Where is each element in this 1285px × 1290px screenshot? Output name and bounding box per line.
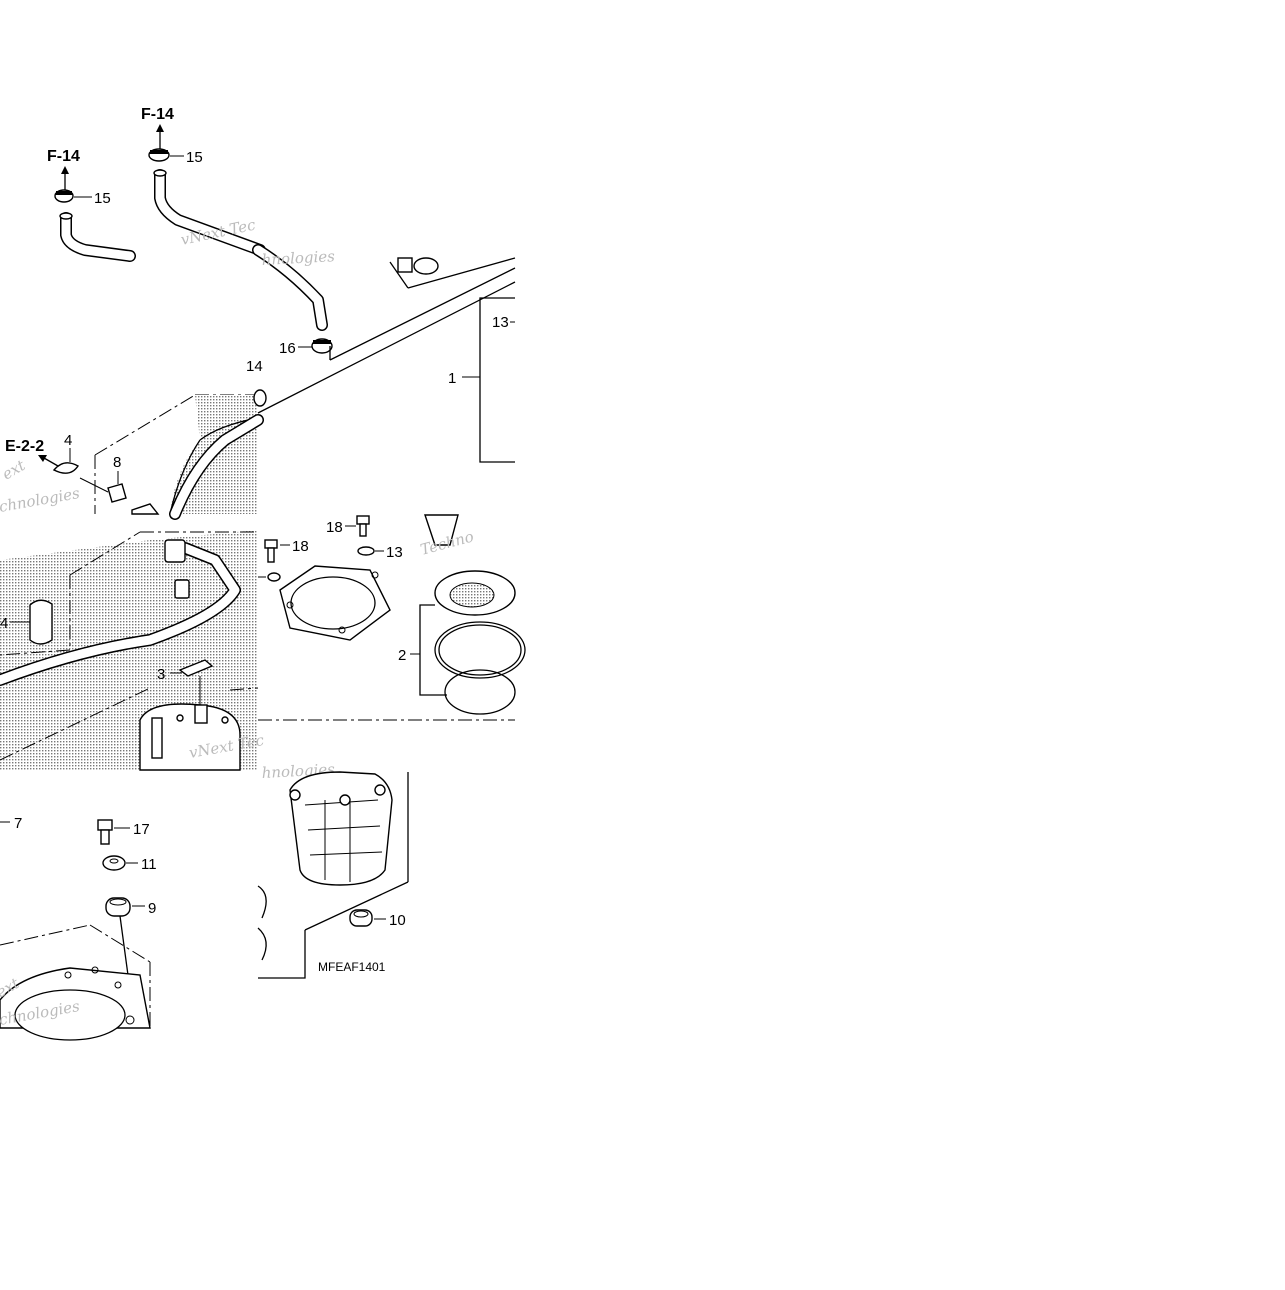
callout-18-right: 18 — [326, 519, 343, 536]
diagram-code: MFEAF1401 — [318, 960, 386, 974]
collar-11 — [102, 855, 138, 871]
callout-16: 16 — [279, 340, 296, 357]
o-rings-side — [257, 885, 267, 961]
tile-middle-left: 4 3 vNext Tec — [0, 530, 266, 771]
callout-13-lower: 13 — [386, 544, 403, 561]
callout-8: 8 — [113, 454, 121, 471]
washer-13 — [357, 546, 384, 556]
clip-8 — [79, 471, 127, 503]
bolt-18-left — [264, 539, 290, 563]
joint-3 — [170, 659, 214, 677]
watermark-3: ext — [0, 456, 29, 484]
callout-14-top: 14 — [246, 358, 263, 375]
hose-clip-15-left — [54, 189, 74, 203]
callout-10: 10 — [389, 912, 406, 929]
connector-top — [397, 257, 439, 275]
ref-label-f14-left: F-14 — [47, 148, 80, 165]
watermark-2: hnologies — [261, 247, 335, 269]
callout-1: 1 — [448, 370, 456, 387]
tile-upper-left: F-14 F-14 15 15 — [0, 106, 266, 520]
quick-connector — [164, 539, 190, 599]
callout-3: 3 — [157, 666, 165, 683]
callout-11: 11 — [141, 856, 157, 873]
o-ring-upper — [434, 621, 526, 679]
ref-label-e22: E-2-2 — [5, 438, 44, 455]
callout-4-upper: 4 — [64, 432, 72, 449]
tile-middle: 18 18 13 — [258, 514, 526, 721]
tank-mount-plate — [0, 966, 151, 1041]
ref-label-f14-right: F-14 — [141, 106, 174, 123]
callout-9: 9 — [148, 900, 156, 917]
bolt-18-right — [345, 515, 370, 537]
breather-hose-right — [153, 169, 266, 256]
callout-4-lower: 4 — [0, 615, 8, 632]
bolt-17 — [97, 819, 130, 845]
callout-7: 7 — [14, 815, 22, 832]
retaining-plate — [279, 565, 391, 641]
watermark-4: chnologies — [0, 484, 81, 516]
callout-15-left: 15 — [94, 190, 111, 207]
tile-upper-middle: hnologies 16 1 13 14 — [246, 244, 516, 463]
o-ring-lower — [444, 669, 516, 715]
tile-bottom-middle: hnologies 10 MFEAF1401 — [257, 760, 409, 979]
callout-15-right: 15 — [186, 149, 203, 166]
filter-screen — [434, 570, 516, 616]
hose-clip-15-right — [148, 148, 170, 162]
callout-13-upper: 13 — [492, 314, 509, 331]
grommet-10 — [349, 909, 386, 927]
callout-2: 2 — [398, 647, 406, 664]
callout-17: 17 — [133, 821, 150, 838]
fuel-pump-body — [289, 771, 393, 886]
ref-arrow-e22 — [38, 455, 59, 467]
breather-hose-left — [59, 212, 136, 262]
grommet-9 — [105, 897, 145, 917]
callout-18-left: 18 — [292, 538, 309, 555]
tile-bottom-left: 7 17 11 9 ext — [0, 815, 157, 1041]
clamp-4-upper — [52, 448, 79, 474]
ref-arrow-f14-left — [61, 166, 69, 190]
fuel-pump-top — [139, 703, 241, 771]
ref-arrow-f14-right — [156, 124, 164, 150]
hose-clip-16 — [311, 338, 333, 354]
clamp-4-lower — [10, 599, 53, 645]
